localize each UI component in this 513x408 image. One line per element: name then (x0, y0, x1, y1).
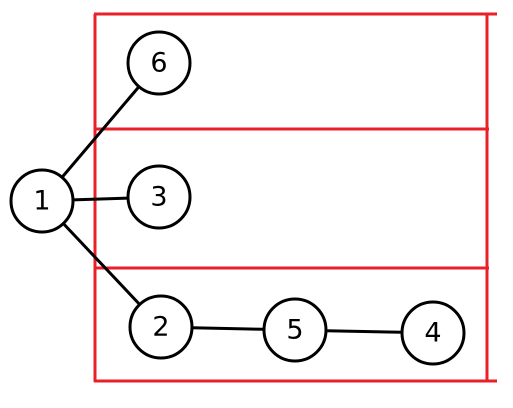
edge-1-6 (60, 85, 141, 179)
node-4-circle (400, 300, 466, 366)
node-1-circle (9, 168, 75, 234)
edge-2-5 (190, 326, 266, 331)
node-3-label: 3 (150, 182, 167, 213)
node-3-circle (126, 164, 192, 230)
node-2-circle (128, 294, 194, 360)
edge-1-2 (61, 222, 142, 306)
node-2-label: 2 (152, 312, 169, 343)
node-3: 3 (126, 164, 192, 230)
node-5: 5 (262, 297, 328, 363)
node-1-label: 1 (33, 186, 50, 217)
node-5-circle (262, 297, 328, 363)
edge-1-3 (71, 196, 130, 202)
node-6-circle (126, 30, 192, 96)
nodes: 1 6 3 2 5 4 (9, 30, 466, 366)
node-2: 2 (128, 294, 194, 360)
node-4: 4 (400, 300, 466, 366)
node-4-label: 4 (424, 318, 441, 349)
node-6: 6 (126, 30, 192, 96)
node-6-label: 6 (150, 48, 167, 79)
node-1: 1 (9, 168, 75, 234)
node-5-label: 5 (286, 315, 303, 346)
edge-5-4 (324, 329, 404, 334)
edges (60, 85, 404, 334)
